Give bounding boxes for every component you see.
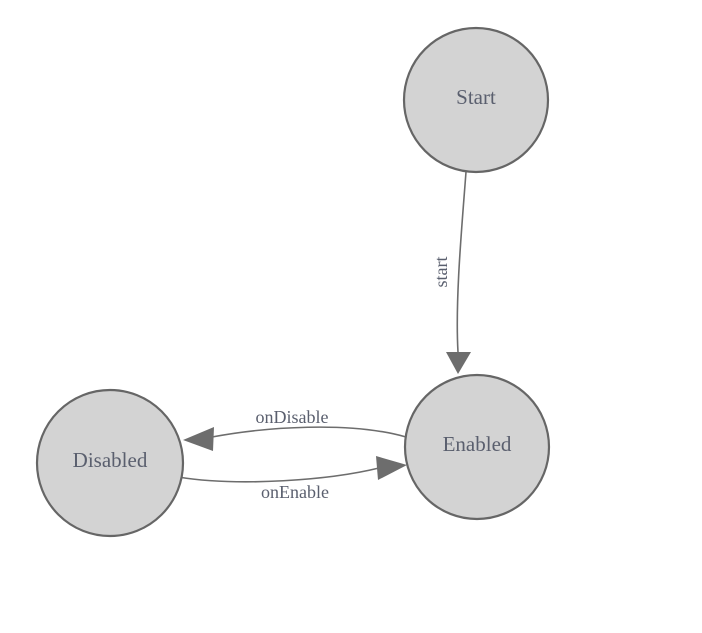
node-disabled-circle: [35, 388, 185, 538]
node-start-circle: [402, 26, 550, 174]
node-enabled-label: Enabled: [443, 432, 512, 456]
edge-enabled-to-disabled-arrowhead: [183, 427, 214, 451]
edge-label-ondisable: onDisable: [256, 407, 329, 427]
edge-disabled-to-enabled[interactable]: onEnable: [177, 456, 407, 502]
edge-start-to-enabled-arrowhead: [446, 352, 471, 374]
edge-label-onenable: onEnable: [261, 482, 329, 502]
node-enabled[interactable]: Enabled: [403, 373, 551, 521]
node-start[interactable]: Start: [402, 26, 550, 174]
node-start-label: Start: [456, 85, 496, 109]
edge-enabled-to-disabled[interactable]: onDisable: [183, 407, 407, 451]
edge-disabled-to-enabled-arrowhead: [376, 456, 407, 480]
edge-label-start: start: [431, 257, 451, 288]
edge-start-to-enabled[interactable]: start: [431, 171, 471, 374]
edge-start-to-enabled-path: [456, 171, 467, 353]
node-enabled-circle: [403, 373, 551, 521]
edge-disabled-to-enabled-path: [177, 467, 380, 483]
node-disabled[interactable]: Disabled: [35, 388, 185, 538]
node-disabled-label: Disabled: [73, 448, 148, 472]
edge-enabled-to-disabled-path: [211, 426, 407, 438]
